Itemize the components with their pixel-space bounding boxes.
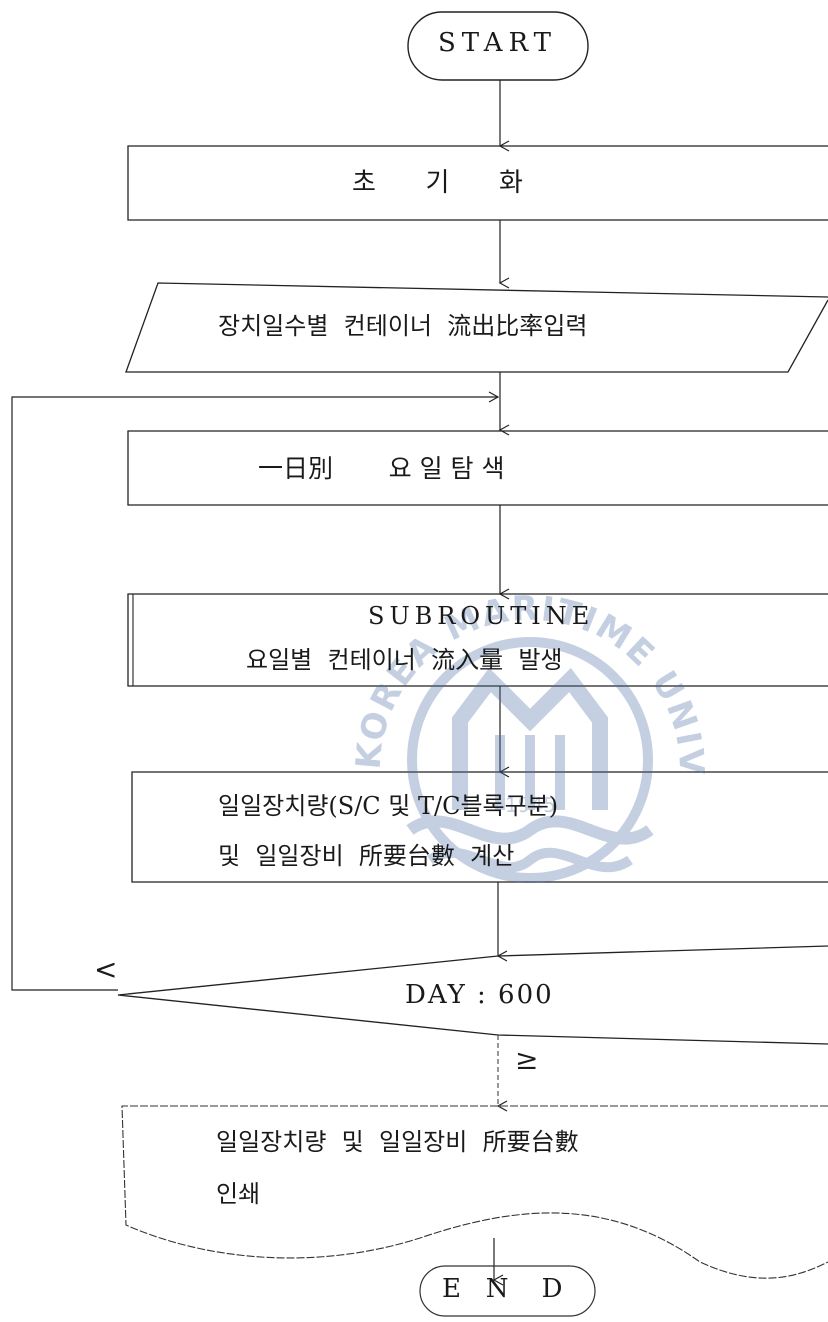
decision-diamond [117,945,828,1045]
day-search-box [127,430,828,506]
input-label: 장치일수별 컨테이너 流出比率입력 [218,312,588,340]
calc-label-line2: 및 일일장비 所要台數 계산 [218,842,515,870]
loop-back-line [11,391,500,991]
start-label: START [438,28,557,58]
end-terminal [419,1265,596,1317]
university-seal-watermark: KOREA MARITIME UNIVERSITY 1945 [340,560,709,883]
day-search-label: 一日別 요 일 탐 색 [258,454,505,483]
end-label: E N D [442,1274,563,1304]
subroutine-title: SUBROUTINE [368,602,595,630]
print-label-line2: 인쇄 [216,1180,261,1208]
print-document [121,1105,828,1279]
subroutine-box [127,593,828,687]
decision-label: DAY : 600 [405,980,554,1010]
subroutine-desc: 요일별 컨테이너 流入量 발생 [246,646,563,674]
init-process-box [127,145,828,221]
input-parallelogram [125,282,828,373]
loop-marker: < [94,953,118,986]
print-label-line1: 일일장치량 및 일일장비 所要台數 [216,1128,579,1156]
calc-label-line1: 일일장치량(S/C 및 T/C블록구분) [218,792,559,820]
calc-box [131,771,828,883]
seal-year: 1945 [505,793,556,817]
init-label: 초 기 화 [352,168,523,198]
yes-marker: ≥ [515,1043,539,1076]
seal-graphic [406,637,654,883]
start-terminal [407,11,589,81]
